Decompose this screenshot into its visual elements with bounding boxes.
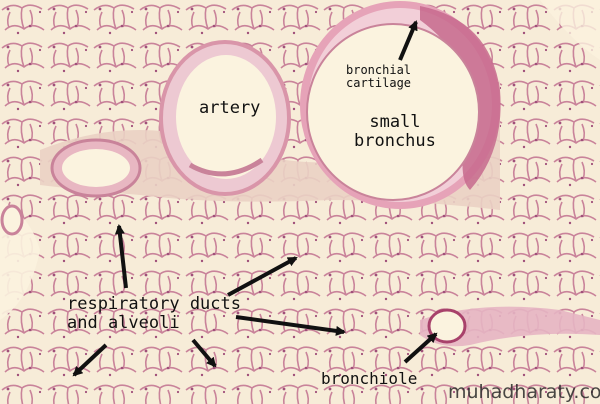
small-vessel	[50, 138, 142, 198]
respiratory-label: respiratory ducts and alveoli	[67, 295, 241, 332]
small-bronchus-label: small bronchus	[354, 113, 436, 150]
bronchial-cartilage-line2: cartilage	[346, 76, 412, 91]
arrow-resp-right-up	[227, 256, 298, 297]
bronchial-cartilage-line1: bronchial	[346, 63, 412, 77]
respiratory-line1: respiratory ducts	[67, 294, 241, 314]
bronchiole-label: bronchiole	[321, 369, 418, 388]
duct-space-topright	[540, 0, 600, 60]
respiratory-line2: and alveoli	[67, 312, 180, 333]
arrow-bronchiole	[403, 332, 438, 364]
arrow-resp-down-right	[191, 338, 217, 368]
bronchial-cartilage-label: bronchial cartilage	[346, 63, 412, 91]
small-bronchus-line1: small	[369, 112, 421, 132]
arrow-resp-up	[114, 224, 128, 289]
arrow-cartilage	[398, 20, 418, 61]
watermark: muhadharaty.com	[448, 381, 600, 403]
bronchus-shape	[300, 1, 501, 209]
bronchiole-shape	[420, 306, 600, 347]
small-bronchus-line2: bronchus	[354, 130, 436, 151]
edge-vessel	[0, 204, 24, 236]
artery-label: artery	[199, 98, 261, 118]
arrow-resp-right	[235, 315, 346, 336]
artery-shape	[159, 40, 291, 196]
arrow-resp-down-left	[72, 343, 108, 377]
